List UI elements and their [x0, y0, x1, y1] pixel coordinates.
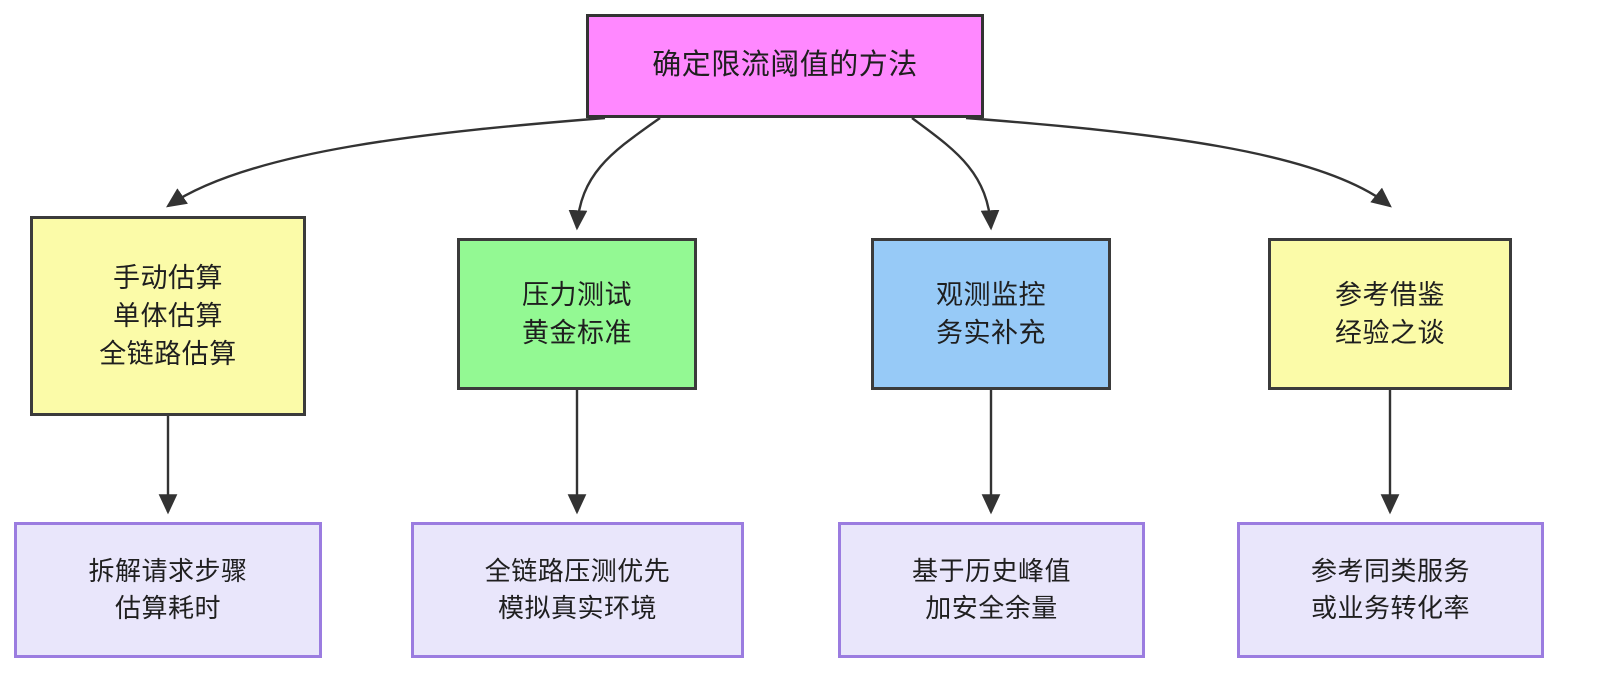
- node-manual-estimate[interactable]: 手动估算 单体估算 全链路估算: [30, 216, 306, 416]
- node-observability-line-2: 务实补充: [936, 318, 1046, 348]
- node-manual-estimate-line-1: 手动估算: [113, 262, 223, 293]
- node-reference-line-2: 经验之谈: [1335, 318, 1445, 348]
- edge-root-to-reference: [965, 116, 1392, 208]
- node-decompose-request[interactable]: 拆解请求步骤 估算耗时: [14, 522, 322, 658]
- node-root-line-1: 确定限流阈值的方法: [652, 49, 918, 82]
- node-observability-line-1: 观测监控: [936, 279, 1046, 310]
- node-historical-peak-line-1: 基于历史峰值: [911, 556, 1071, 587]
- node-full-link-stress-line-1: 全链路压测优先: [484, 556, 671, 587]
- node-stress-test-line-1: 压力测试: [522, 279, 632, 310]
- node-manual-estimate-line-2: 单体估算: [113, 300, 223, 331]
- node-stress-test[interactable]: 压力测试 黄金标准: [457, 238, 697, 390]
- edge-root-to-observability: [911, 117, 1000, 231]
- node-historical-peak[interactable]: 基于历史峰值 加安全余量: [838, 522, 1145, 658]
- node-full-link-stress-line-2: 模拟真实环境: [497, 593, 657, 623]
- node-decompose-request-line-2: 估算耗时: [114, 593, 221, 623]
- node-similar-service[interactable]: 参考同类服务 或业务转化率: [1237, 522, 1544, 658]
- node-full-link-stress[interactable]: 全链路压测优先 模拟真实环境: [411, 522, 744, 658]
- node-manual-estimate-line-3: 全链路估算: [99, 339, 237, 370]
- node-decompose-request-line-1: 拆解请求步骤: [88, 556, 248, 587]
- node-similar-service-line-1: 参考同类服务: [1310, 556, 1470, 587]
- node-similar-service-line-2: 或业务转化率: [1310, 593, 1470, 623]
- node-reference-line-1: 参考借鉴: [1335, 279, 1445, 310]
- node-historical-peak-line-2: 加安全余量: [925, 593, 1058, 623]
- node-reference[interactable]: 参考借鉴 经验之谈: [1268, 238, 1512, 390]
- node-observability[interactable]: 观测监控 务实补充: [871, 238, 1111, 390]
- edge-root-to-manual-estimate: [166, 116, 606, 208]
- node-root[interactable]: 确定限流阈值的方法: [586, 14, 984, 118]
- node-stress-test-line-2: 黄金标准: [522, 318, 632, 348]
- edge-root-to-stress-test: [568, 117, 661, 231]
